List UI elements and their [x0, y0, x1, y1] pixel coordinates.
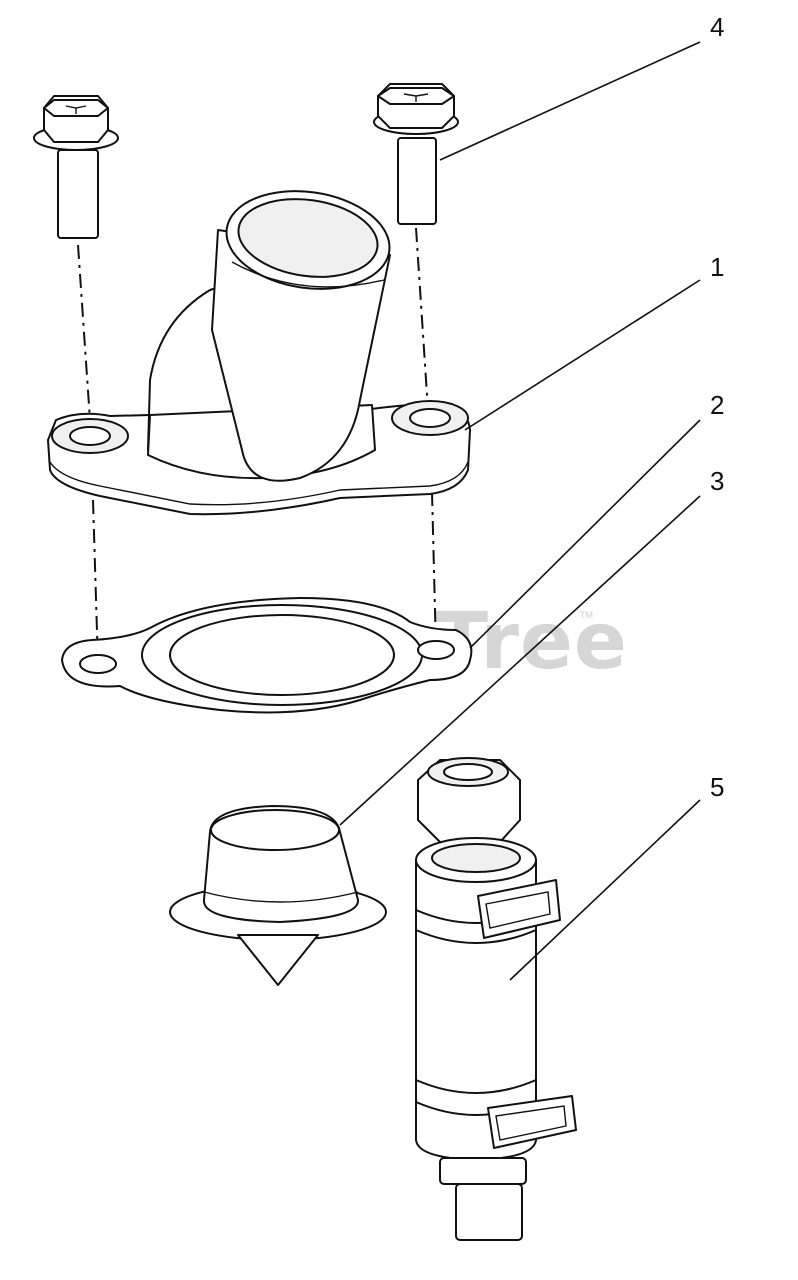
- leader-lines: [339, 41, 701, 981]
- callout-1: 1: [710, 252, 724, 282]
- alignment-lines: [77, 227, 437, 666]
- thermostat-housing: [47, 190, 471, 516]
- bypass-hose: [415, 757, 577, 1241]
- thermostat: [169, 805, 387, 986]
- gasket: [61, 597, 473, 714]
- bolt-right: [373, 83, 459, 225]
- watermark-trademark: TM: [580, 610, 593, 620]
- bolt-left: [33, 95, 119, 239]
- callout-3: 3: [710, 466, 724, 496]
- callout-5: 5: [710, 772, 724, 802]
- callout-4: 4: [710, 12, 724, 42]
- callout-2: 2: [710, 390, 724, 420]
